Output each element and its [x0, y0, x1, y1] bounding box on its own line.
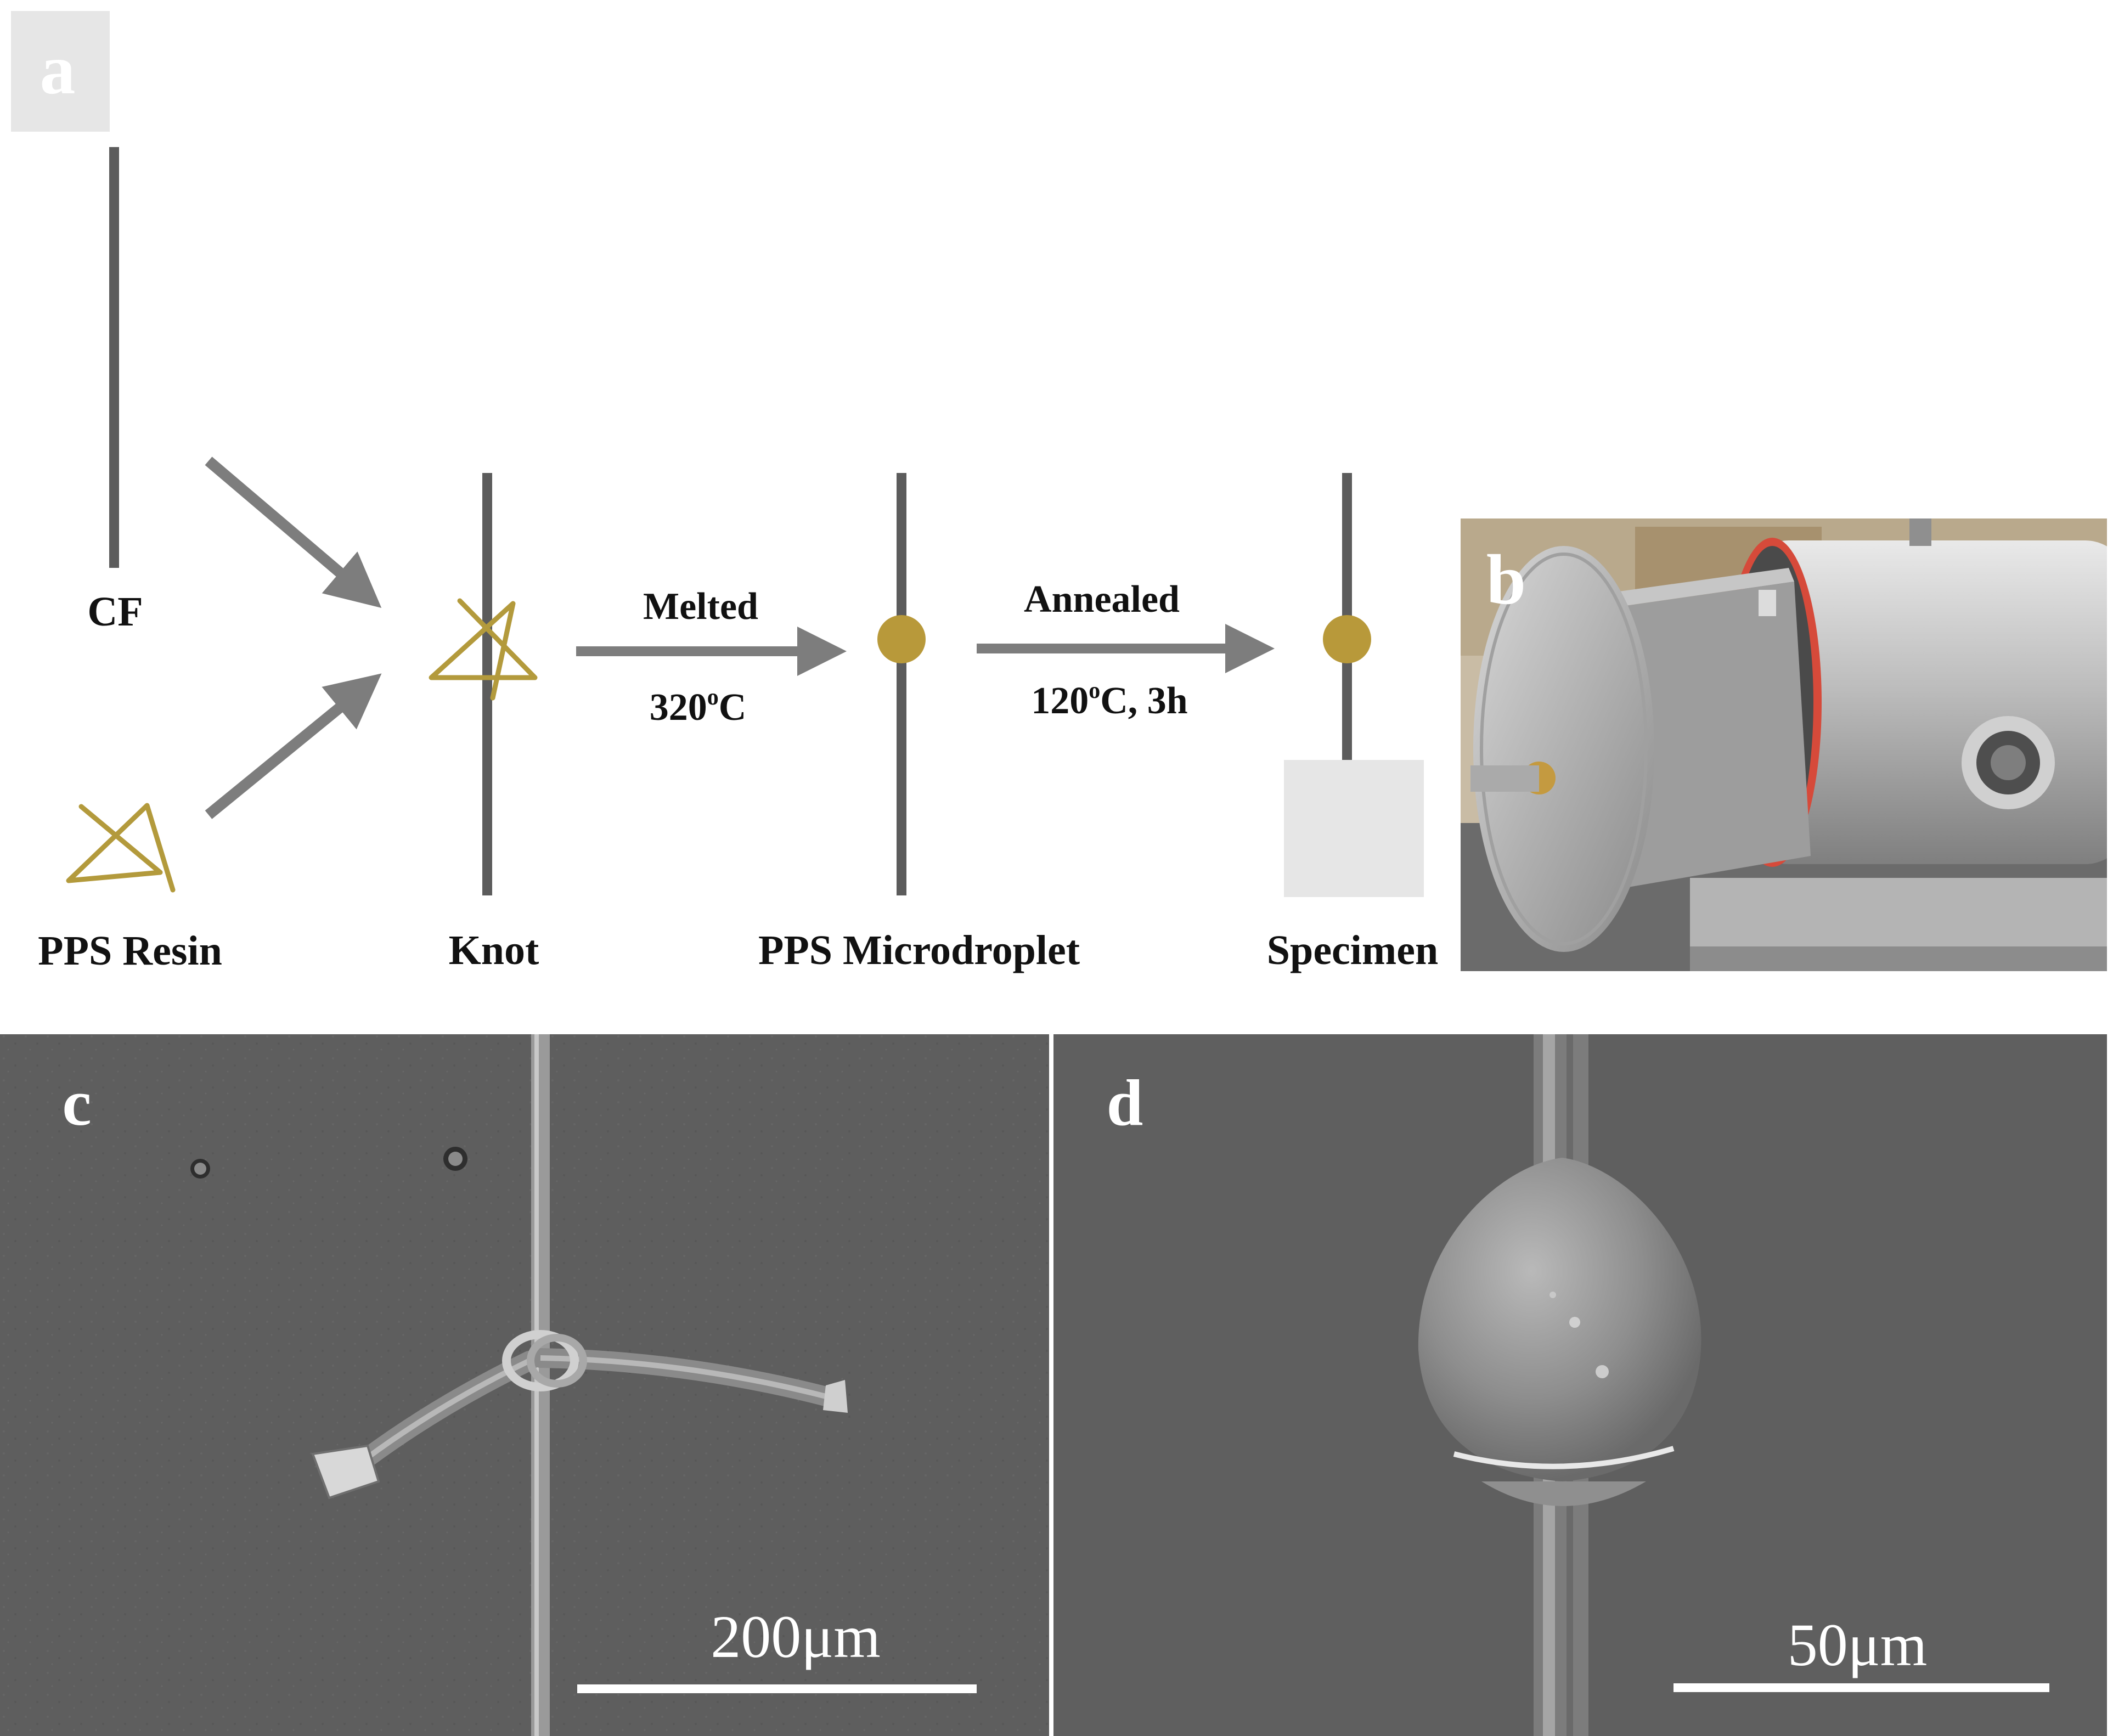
label-cf: CF	[87, 589, 143, 635]
step1-deg: o	[707, 685, 719, 710]
sem-droplet-image	[1053, 1034, 2107, 1736]
panel-label-b: b	[1486, 540, 1526, 619]
specimen-droplet-icon	[1323, 615, 1371, 663]
knot-resin-star-icon	[429, 598, 538, 701]
sem-knot-image	[0, 1034, 1049, 1736]
panel-b-photo: b	[1461, 518, 2107, 971]
scale-bar-c	[577, 1684, 977, 1693]
step1-temp: 320	[650, 686, 707, 729]
scale-bar-label-c: 200μm	[711, 1603, 881, 1670]
panel-label-a: a	[40, 30, 76, 109]
panel-label-c: c	[62, 1066, 91, 1139]
panel-d-sem: d 50μm	[1053, 1034, 2107, 1736]
scale-bar-label-d: 50μm	[1788, 1611, 1928, 1678]
step1-top-label: Melted	[643, 585, 758, 628]
step2-bottom-label: 120oC, 3h	[1031, 678, 1187, 722]
specimen-tab	[1284, 760, 1424, 897]
panel-label-d: d	[1107, 1066, 1143, 1139]
arrow-cf-to-knot	[205, 456, 382, 608]
label-pps-resin: PPS Resin	[38, 928, 222, 974]
label-knot: Knot	[449, 927, 539, 973]
arrow-resin-to-knot	[205, 673, 382, 819]
step2-unit: C, 3h	[1100, 680, 1187, 722]
step1-bottom-label: 320oC	[650, 685, 747, 729]
step1-unit: C	[719, 686, 747, 729]
label-pps-microdroplet: PPS Microdroplet	[758, 927, 1080, 973]
vacuum-chamber-photo	[1461, 518, 2107, 971]
step2-top-label: Annealed	[1024, 578, 1180, 621]
panel-a-schematic: a CF PPS Resin Knot Melted 320oC PPS Mic…	[11, 11, 1438, 974]
step2-temp: 120	[1031, 680, 1089, 722]
panel-label-box-a	[11, 11, 110, 132]
scale-bar-d	[1674, 1683, 2049, 1692]
pps-resin-star-icon	[66, 803, 176, 893]
microdroplet-icon	[877, 615, 926, 663]
panel-c-sem: c 200μm	[0, 1034, 1049, 1736]
label-specimen: Specimen	[1267, 927, 1438, 973]
step2-deg: o	[1089, 678, 1100, 703]
